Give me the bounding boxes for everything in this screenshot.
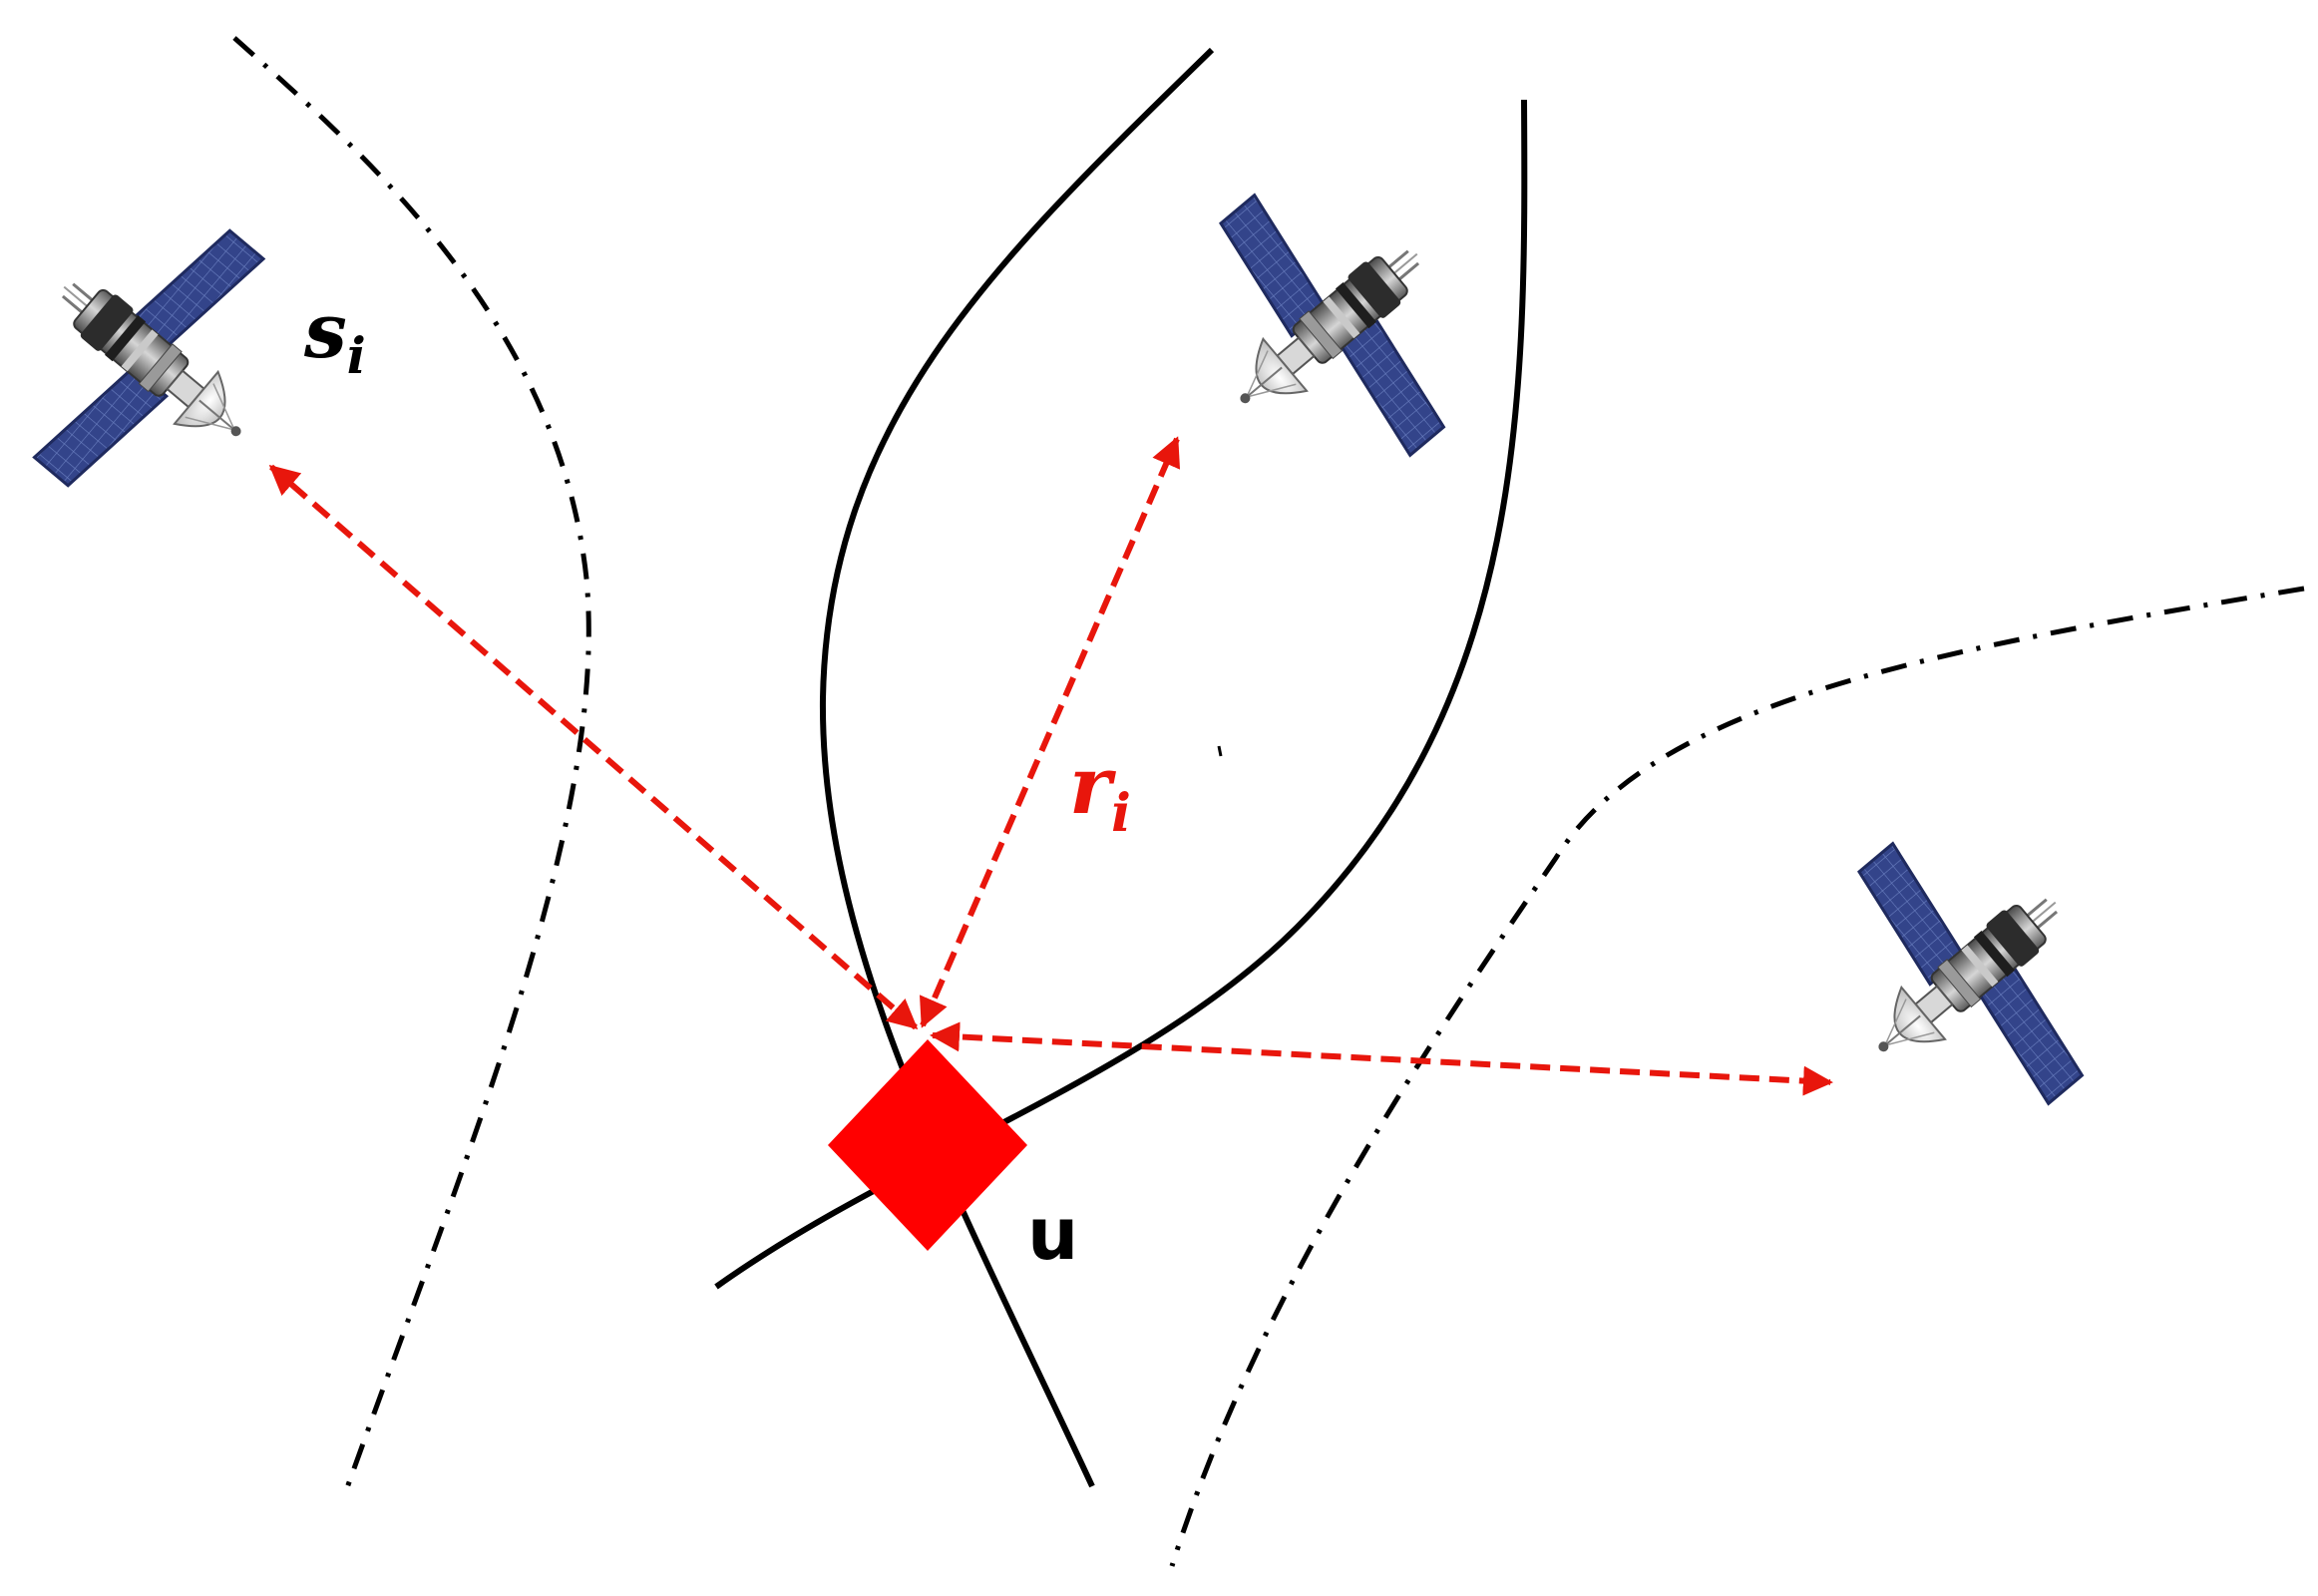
satellite-label-sub: i <box>347 326 366 385</box>
range-arrow-top-satellite <box>919 436 1181 1028</box>
range-arrow-left-satellite <box>268 464 919 1030</box>
range-label-main: r <box>1069 738 1116 832</box>
stray-tick <box>1217 745 1223 757</box>
dashdot-curve-left <box>232 36 591 1497</box>
range-label: ri <box>1069 738 1131 844</box>
satellite-icon <box>0 171 338 551</box>
user-marker <box>828 1039 1027 1251</box>
satellite-label-main: s <box>303 286 347 375</box>
satellite-icon <box>1781 786 2153 1166</box>
satellite-icon <box>1143 138 1515 518</box>
dashdot-curve-right <box>1169 586 2305 1567</box>
range-arrow-right-satellite <box>930 1021 1833 1096</box>
solid-curve-left <box>819 47 1215 1488</box>
range-label-sub: i <box>1111 783 1131 844</box>
user-label: u <box>1027 1192 1078 1276</box>
satellite-label: si <box>303 286 366 385</box>
